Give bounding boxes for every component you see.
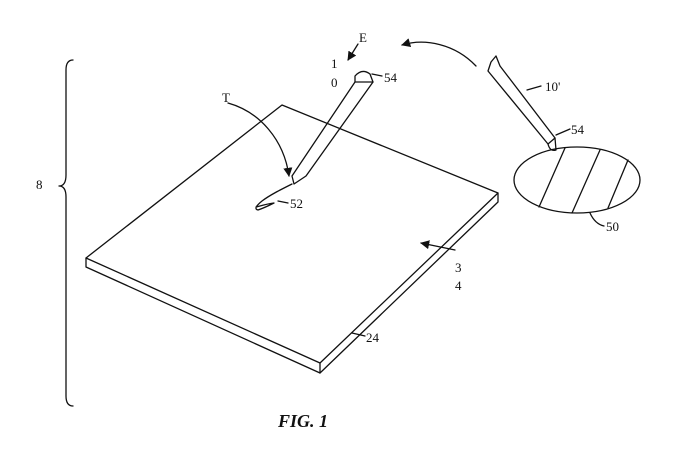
label-3: 3 [455,260,462,275]
label-t: T [222,90,230,105]
arrow-t [227,102,293,177]
bracket-8 [58,59,74,407]
stylus-main [291,70,374,185]
label-54-top: 54 [384,70,398,85]
label-0: 0 [331,75,338,90]
label-e: E [359,30,367,45]
label-8: 8 [36,177,43,192]
leader-10prime [526,85,542,91]
label-54-right: 54 [571,122,585,137]
pad-50 [513,146,641,214]
figure-caption: FIG. 1 [277,411,328,431]
label-24: 24 [366,330,380,345]
label-52: 52 [290,196,303,211]
leader-50 [589,212,605,227]
arrow-e [347,43,359,61]
label-10prime: 10' [545,79,560,94]
label-1: 1 [331,56,338,71]
arrow-device [420,240,456,251]
leader-54-top [371,73,383,77]
arrow-swap [401,38,477,67]
leader-54-right [555,128,571,136]
label-50: 50 [606,219,619,234]
label-4: 4 [455,278,462,293]
leader-52 [277,200,289,204]
tablet-device [85,104,499,374]
trace-line-52 [255,183,293,211]
stylus-alt [487,55,557,152]
leader-24 [351,332,366,337]
